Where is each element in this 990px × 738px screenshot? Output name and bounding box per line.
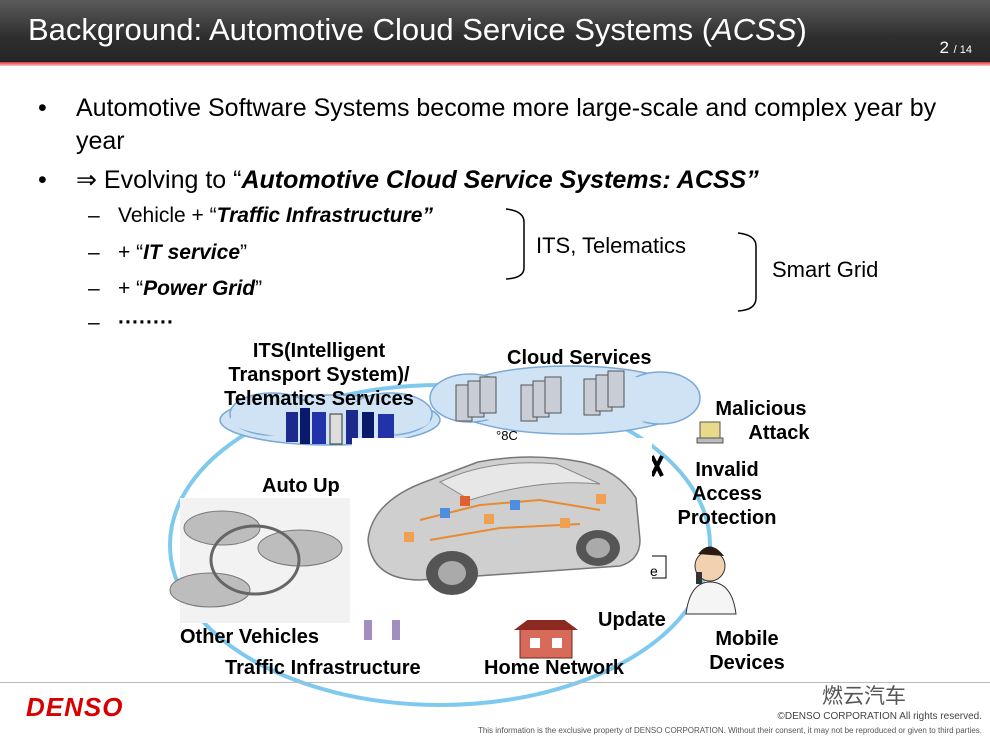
- malicious-attack-label: Malicious Attack: [700, 397, 822, 445]
- its-services-label: ITS(Intelligent Transport System)/ Telem…: [206, 339, 432, 411]
- mobile-devices-label: Mobile Devices: [700, 627, 794, 675]
- other-vehicles-graphic: [170, 498, 350, 623]
- home-network-label: Home Network: [484, 656, 624, 680]
- watermark: 燃云汽车: [822, 680, 906, 710]
- box-label: e: [650, 559, 658, 583]
- update-label: Update: [598, 608, 666, 632]
- block-mark-icon: [652, 456, 662, 476]
- person-with-phone-icon: [686, 546, 736, 614]
- confidentiality-notice: This information is the exclusive proper…: [478, 726, 982, 735]
- copyright: ©DENSO CORPORATION All rights reserved.: [778, 711, 982, 722]
- denso-logo: DENSO: [26, 692, 123, 723]
- invalid-access-protection-label: Invalid Access Protection: [662, 458, 792, 530]
- cloud-small-text: °8C: [496, 424, 518, 448]
- other-vehicles-label: Other Vehicles: [180, 625, 319, 649]
- auto-update-label: Auto Up: [262, 474, 340, 498]
- traffic-light-icon: [364, 618, 400, 640]
- cloud-services-label: Cloud Services: [507, 346, 652, 370]
- traffic-infrastructure-label: Traffic Infrastructure: [225, 656, 421, 680]
